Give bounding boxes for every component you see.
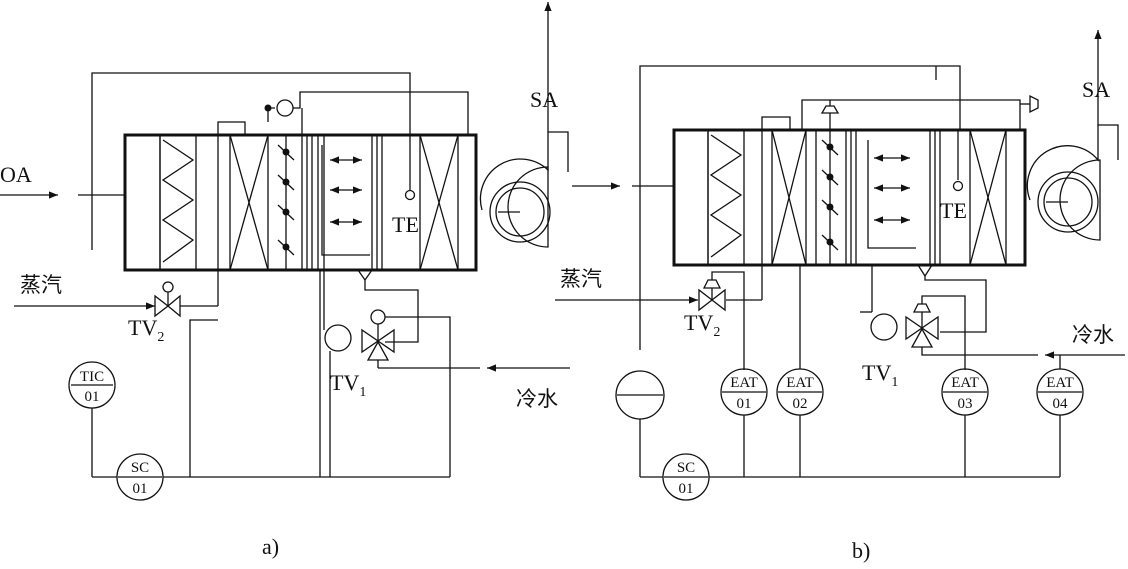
caption-b: b)	[852, 538, 870, 563]
fan-actuator-b	[1020, 94, 1039, 114]
svg-text:02: 02	[793, 396, 808, 412]
steam-label-b: 蒸汽	[560, 267, 602, 291]
filter-a	[159, 134, 197, 271]
svg-text:TIC: TIC	[80, 369, 104, 385]
eat-03-controller: EAT 03	[941, 368, 989, 416]
panel-b: SA TE 蒸汽	[555, 30, 1125, 563]
svg-text:EAT: EAT	[786, 375, 814, 391]
svg-text:01: 01	[85, 389, 100, 405]
air-handling-unit-a	[123, 133, 478, 272]
caption-a: a)	[262, 534, 279, 559]
tv2-label-b: TV2	[684, 310, 720, 340]
reheat-coil-a	[419, 134, 459, 271]
spray-section-a	[321, 145, 370, 256]
oa-label: OA	[0, 162, 32, 187]
svg-text:EAT: EAT	[1046, 375, 1074, 391]
damper-actuator-a	[276, 99, 294, 117]
tv1-label-b: TV1	[862, 360, 898, 390]
panel-a: SA OA TE 蒸汽 TV2	[0, 2, 570, 559]
svg-text:01: 01	[737, 396, 752, 412]
chilled-water-label-b: 冷水	[1072, 323, 1114, 347]
tic-01-controller: TIC 01	[68, 361, 116, 409]
steam-label-a: 蒸汽	[20, 273, 62, 297]
svg-text:04: 04	[1053, 396, 1069, 412]
svg-text:01: 01	[133, 481, 148, 497]
tv1-label-a: TV1	[330, 370, 366, 400]
supply-fan-b	[1026, 124, 1119, 241]
te-sensor-a	[404, 135, 416, 201]
tv1-valve-a	[324, 309, 395, 361]
tv2-valve-a	[154, 281, 181, 318]
sc-01-controller-a: SC 01	[116, 453, 164, 501]
sa-label-a: SA	[530, 87, 558, 112]
eat-01-controller: EAT 01	[720, 368, 768, 416]
sc-01-controller-b: SC 01	[662, 453, 710, 501]
eat-04-controller: EAT 04	[1036, 368, 1084, 416]
supply-fan-a	[479, 131, 569, 248]
eat-02-controller: EAT 02	[776, 368, 824, 416]
tv1-valve-b	[870, 303, 939, 348]
heating-coil-b	[771, 129, 807, 266]
damper-b	[821, 130, 839, 265]
tv2-valve-b	[698, 279, 726, 312]
svg-text:01: 01	[679, 481, 694, 497]
svg-text:SC: SC	[677, 460, 695, 476]
damper-actuator-b	[820, 100, 840, 130]
chilled-water-label-a: 冷水	[516, 387, 558, 411]
air-handling-unit-b	[672, 128, 1027, 267]
damper-a	[277, 135, 295, 270]
heating-coil-a	[229, 134, 269, 271]
te-sensor-b	[952, 130, 964, 192]
svg-text:EAT: EAT	[951, 375, 979, 391]
svg-text:SC: SC	[131, 460, 149, 476]
sa-label-b: SA	[1082, 77, 1110, 102]
te-label-a: TE	[392, 212, 419, 237]
tv2-label-a: TV2	[128, 315, 164, 345]
te-label-b: TE	[940, 198, 967, 223]
svg-text:03: 03	[958, 396, 973, 412]
svg-text:EAT: EAT	[730, 375, 758, 391]
filter-b	[707, 129, 745, 266]
selector-controller	[615, 370, 665, 420]
reheat-coil-b	[969, 129, 1007, 266]
spray-section-b	[867, 140, 916, 249]
